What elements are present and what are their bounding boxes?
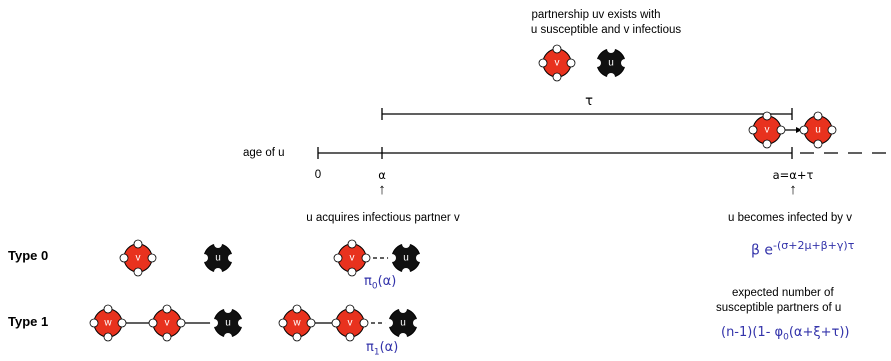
infection-rate-formula: β e-(σ+2μ+β+γ)τ bbox=[751, 235, 854, 262]
node-label-type0-v-right: v bbox=[350, 253, 355, 264]
node-type0-u-left: u bbox=[200, 240, 236, 276]
header-line-1: partnership uv exists with bbox=[531, 9, 661, 21]
node-label-transmit-v: v bbox=[765, 125, 770, 136]
arrow-up-alpha: ↑ bbox=[378, 181, 386, 198]
age-axis-label: age of u bbox=[243, 147, 285, 159]
node-label-type1-w-left: w bbox=[103, 318, 112, 329]
node-label-type1-v-right: v bbox=[348, 318, 353, 329]
node-type1-u-left: u bbox=[210, 305, 246, 341]
node-type1-v-right: v bbox=[331, 304, 369, 342]
tau-bracket bbox=[381, 108, 793, 120]
node-label-header-u: u bbox=[608, 58, 614, 69]
node-transmit-u: u bbox=[799, 111, 837, 149]
transmission-arrowhead bbox=[796, 127, 802, 133]
node-header-u: u bbox=[593, 45, 629, 81]
header-line-2: u susceptible and v infectious bbox=[530, 24, 682, 36]
event-acquire-label: u acquires infectious partner v bbox=[306, 212, 460, 224]
tick-label-a: a=α+τ bbox=[772, 168, 814, 182]
node-type1-w-right: w bbox=[278, 304, 316, 342]
expected-line-1: expected number of bbox=[732, 287, 834, 299]
node-label-type0-u-left: u bbox=[215, 253, 221, 264]
arrow-up-a: ↑ bbox=[789, 181, 797, 198]
node-label-header-v: v bbox=[555, 58, 560, 69]
tau-label: τ bbox=[585, 94, 593, 109]
nodes-layer: v u v u v u v u w v u w v u bbox=[89, 44, 837, 342]
rate-base: β e bbox=[751, 242, 773, 259]
node-transmit-v: v bbox=[748, 111, 786, 149]
node-type1-v-left: v bbox=[148, 304, 186, 342]
edges bbox=[108, 127, 802, 324]
pi1-label: π1(α) bbox=[366, 340, 399, 358]
tick-label-0: 0 bbox=[314, 169, 322, 181]
node-type0-v-left: v bbox=[119, 239, 157, 277]
node-header-v: v bbox=[538, 44, 576, 82]
expected-line-2: susceptible partners of u bbox=[716, 302, 842, 314]
node-label-type1-u-left: u bbox=[225, 318, 231, 329]
tick-label-alpha: α bbox=[378, 168, 386, 182]
rate-exponent: -(σ+2μ+β+γ)τ bbox=[773, 239, 855, 252]
node-type1-u-right: u bbox=[385, 305, 421, 341]
type-1-label: Type 1 bbox=[8, 314, 49, 329]
node-label-type1-u-right: u bbox=[400, 318, 406, 329]
node-label-type0-u-right: u bbox=[403, 253, 409, 264]
node-type0-u-right: u bbox=[388, 240, 424, 276]
node-label-type0-v-left: v bbox=[136, 253, 141, 264]
node-label-type1-v-left: v bbox=[165, 318, 170, 329]
pi0-label: π0(α) bbox=[364, 274, 397, 292]
event-infected-label: u becomes infected by v bbox=[727, 212, 853, 224]
node-label-type1-w-right: w bbox=[292, 318, 301, 329]
node-type0-v-right: v bbox=[333, 239, 371, 277]
age-axis bbox=[317, 147, 891, 159]
node-label-transmit-u: u bbox=[815, 125, 821, 136]
type-0-label: Type 0 bbox=[8, 248, 49, 263]
expected-formula: (n-1)(1- φ0(α+ξ+τ)) bbox=[721, 325, 850, 343]
node-type1-w-left: w bbox=[89, 304, 127, 342]
